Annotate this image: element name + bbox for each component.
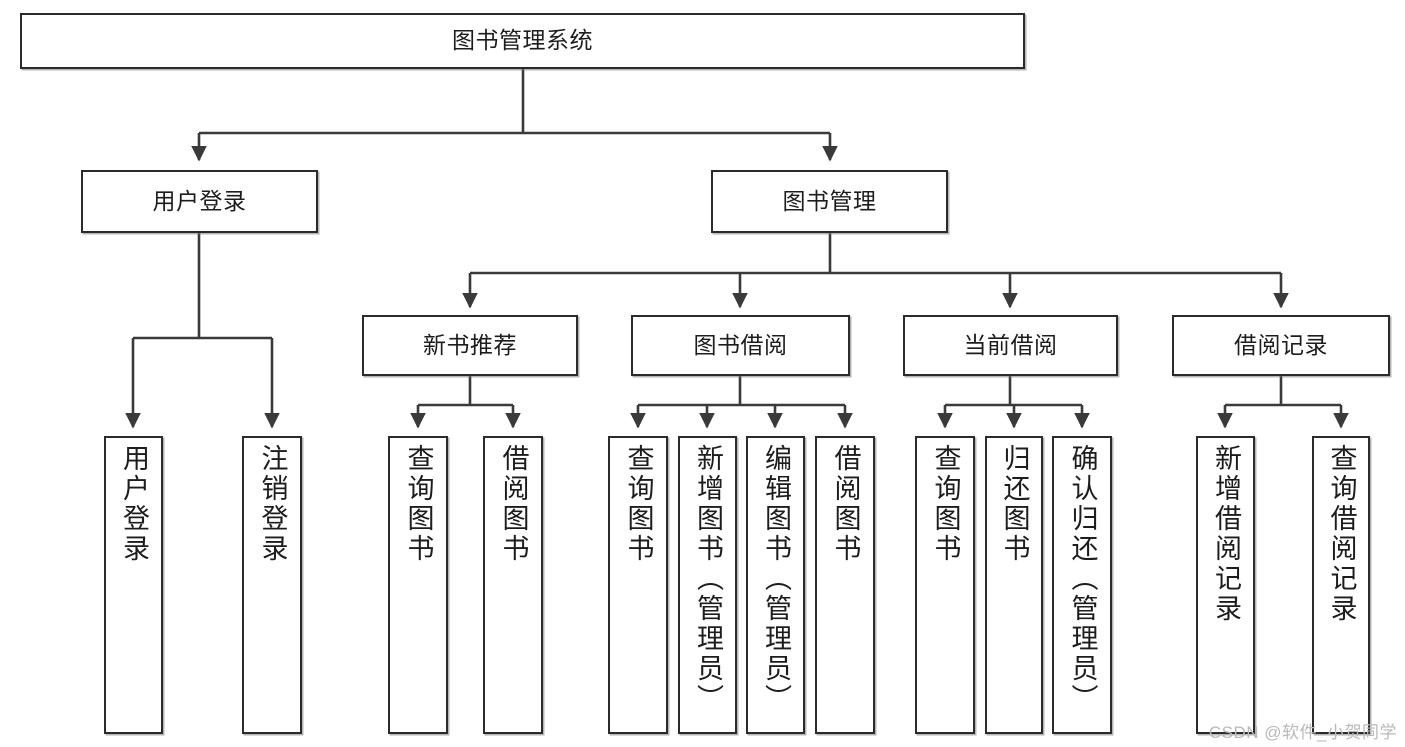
leaf-add-book[interactable]: 新增图书（管理员） — [678, 436, 737, 734]
node-root[interactable]: 图书管理系统 — [20, 13, 1025, 69]
leaf-return-book-label: 归还图书 — [999, 444, 1030, 564]
node-book-manage[interactable]: 图书管理 — [711, 170, 948, 233]
leaf-borrow-book-1[interactable]: 借阅图书 — [483, 436, 543, 734]
leaf-query-record-label: 查询借阅记录 — [1326, 444, 1357, 624]
node-user-login-label: 用户登录 — [152, 187, 247, 214]
csdn-watermark: CSDN @软件_小贺同学 — [1208, 723, 1397, 742]
leaf-query-book-1-label: 查询图书 — [403, 444, 434, 564]
leaf-edit-book-label: 编辑图书（管理员） — [761, 444, 791, 714]
leaf-return-book[interactable]: 归还图书 — [985, 436, 1043, 734]
node-current-borrow[interactable]: 当前借阅 — [903, 315, 1118, 376]
leaf-query-book-2[interactable]: 查询图书 — [608, 436, 668, 734]
leaf-add-record[interactable]: 新增借阅记录 — [1196, 436, 1255, 734]
node-new-book-rec[interactable]: 新书推荐 — [362, 315, 578, 376]
leaf-edit-book[interactable]: 编辑图书（管理员） — [746, 436, 805, 734]
leaf-query-book-3-label: 查询图书 — [930, 444, 961, 564]
leaf-borrow-book-1-label: 借阅图书 — [498, 444, 529, 564]
leaf-borrow-book-2-label: 借阅图书 — [830, 444, 861, 564]
node-borrow-record[interactable]: 借阅记录 — [1172, 315, 1390, 376]
leaf-confirm-return[interactable]: 确认归还（管理员） — [1052, 436, 1112, 734]
node-book-borrow-label: 图书借阅 — [693, 331, 788, 358]
node-root-label: 图书管理系统 — [452, 27, 593, 54]
leaf-user-logout-label: 注销登录 — [257, 444, 288, 564]
leaf-user-login-label: 用户登录 — [119, 444, 149, 564]
leaf-borrow-book-2[interactable]: 借阅图书 — [815, 436, 875, 734]
leaf-query-book-1[interactable]: 查询图书 — [388, 436, 448, 734]
node-current-borrow-label: 当前借阅 — [963, 331, 1058, 358]
leaf-add-book-label: 新增图书（管理员） — [693, 444, 723, 714]
node-new-book-rec-label: 新书推荐 — [423, 331, 517, 358]
leaf-add-record-label: 新增借阅记录 — [1211, 444, 1241, 624]
leaf-user-logout[interactable]: 注销登录 — [242, 436, 302, 734]
leaf-query-book-3[interactable]: 查询图书 — [915, 436, 975, 734]
node-borrow-record-label: 借阅记录 — [1234, 331, 1328, 358]
leaf-query-record[interactable]: 查询借阅记录 — [1312, 436, 1370, 734]
leaf-confirm-return-label: 确认归还（管理员） — [1067, 444, 1098, 714]
leaf-user-login[interactable]: 用户登录 — [104, 436, 163, 734]
node-book-manage-label: 图书管理 — [782, 187, 877, 214]
node-user-login[interactable]: 用户登录 — [81, 170, 318, 233]
node-book-borrow[interactable]: 图书借阅 — [631, 315, 850, 376]
leaf-query-book-2-label: 查询图书 — [623, 444, 654, 564]
